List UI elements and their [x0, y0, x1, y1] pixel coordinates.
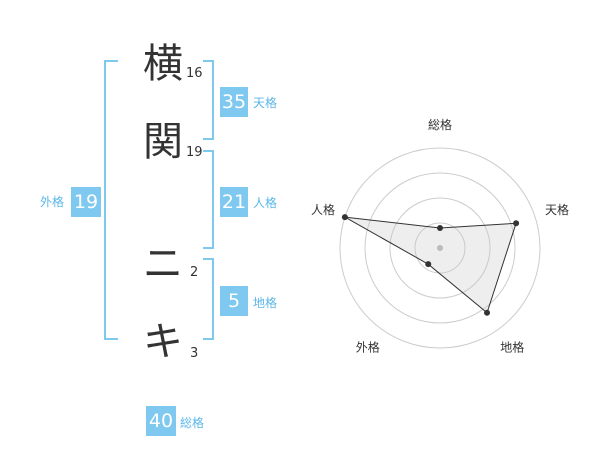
jinkaku-bracket — [203, 150, 214, 249]
stroke-count-4: 3 — [190, 346, 199, 361]
name-char-2: 関 — [143, 119, 183, 165]
radar-ring — [414, 222, 466, 274]
tenkaku-bracket — [203, 60, 214, 140]
name-char-4: キ — [143, 319, 183, 365]
gaikaku-value: 19 — [71, 187, 101, 217]
stroke-count-2: 19 — [186, 145, 203, 160]
radar-points — [341, 214, 520, 316]
radar-ring — [389, 197, 491, 299]
tenkaku-label: 天格 — [253, 96, 278, 110]
soukaku-value: 40 — [146, 406, 176, 436]
radar-axis-label: 総格 — [428, 117, 452, 132]
chikaku-bracket — [203, 258, 214, 340]
radar-point — [484, 309, 491, 316]
radar-point — [437, 225, 443, 231]
radar-point — [341, 214, 348, 221]
radar-point — [425, 261, 432, 268]
soukaku-label: 総格 — [180, 416, 205, 430]
tenkaku-value: 35 — [220, 87, 248, 117]
chikaku-label: 地格 — [253, 296, 278, 310]
bracket-lines — [104, 60, 214, 340]
stroke-count-1: 16 — [186, 66, 203, 81]
name-char-3: ニ — [143, 241, 183, 287]
radar-axis-label: 天格 — [545, 202, 569, 217]
jinkaku-value: 21 — [220, 187, 248, 217]
radar-grid — [339, 147, 541, 349]
radar-axis-label: 外格 — [356, 340, 380, 355]
name-char-1: 横 — [143, 41, 183, 87]
radar-point — [513, 220, 520, 227]
jinkaku-label: 人格 — [253, 196, 278, 210]
gaikaku-label: 外格 — [40, 195, 65, 209]
stroke-count-3: 2 — [190, 265, 199, 280]
radar-axis-label: 人格 — [311, 202, 335, 217]
gaikaku-bracket — [104, 60, 118, 340]
radar-ring — [339, 147, 541, 349]
radar-center-dot — [437, 245, 443, 251]
chikaku-value: 5 — [220, 286, 248, 316]
radar-ring — [364, 172, 516, 324]
radar-axis-label: 地格 — [500, 340, 524, 355]
